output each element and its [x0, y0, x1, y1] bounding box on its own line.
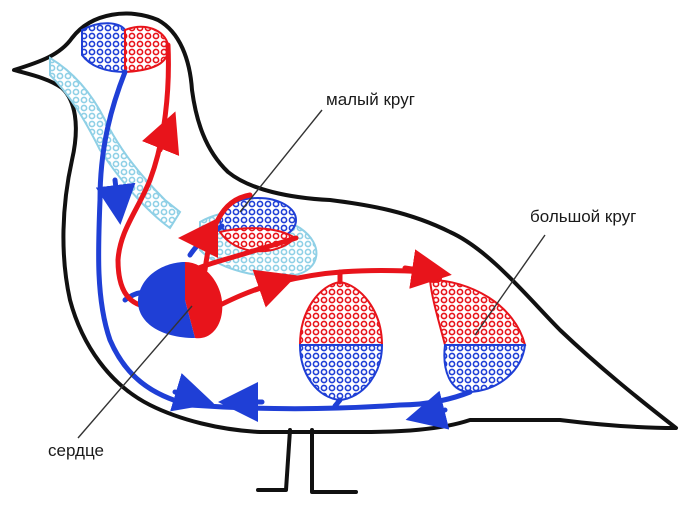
small-circle-label: малый круг	[326, 90, 415, 109]
heart-label: сердце	[48, 441, 104, 460]
bird-outline	[14, 14, 676, 492]
leg-left	[258, 430, 290, 490]
large-circle-label: большой круг	[530, 207, 636, 226]
heart	[138, 262, 222, 338]
head-capillaries	[82, 23, 168, 72]
organ-capillaries-middle	[300, 282, 382, 400]
leg-right	[312, 430, 356, 492]
heart-pointer	[78, 306, 192, 438]
organ-capillaries-tail	[430, 280, 525, 392]
